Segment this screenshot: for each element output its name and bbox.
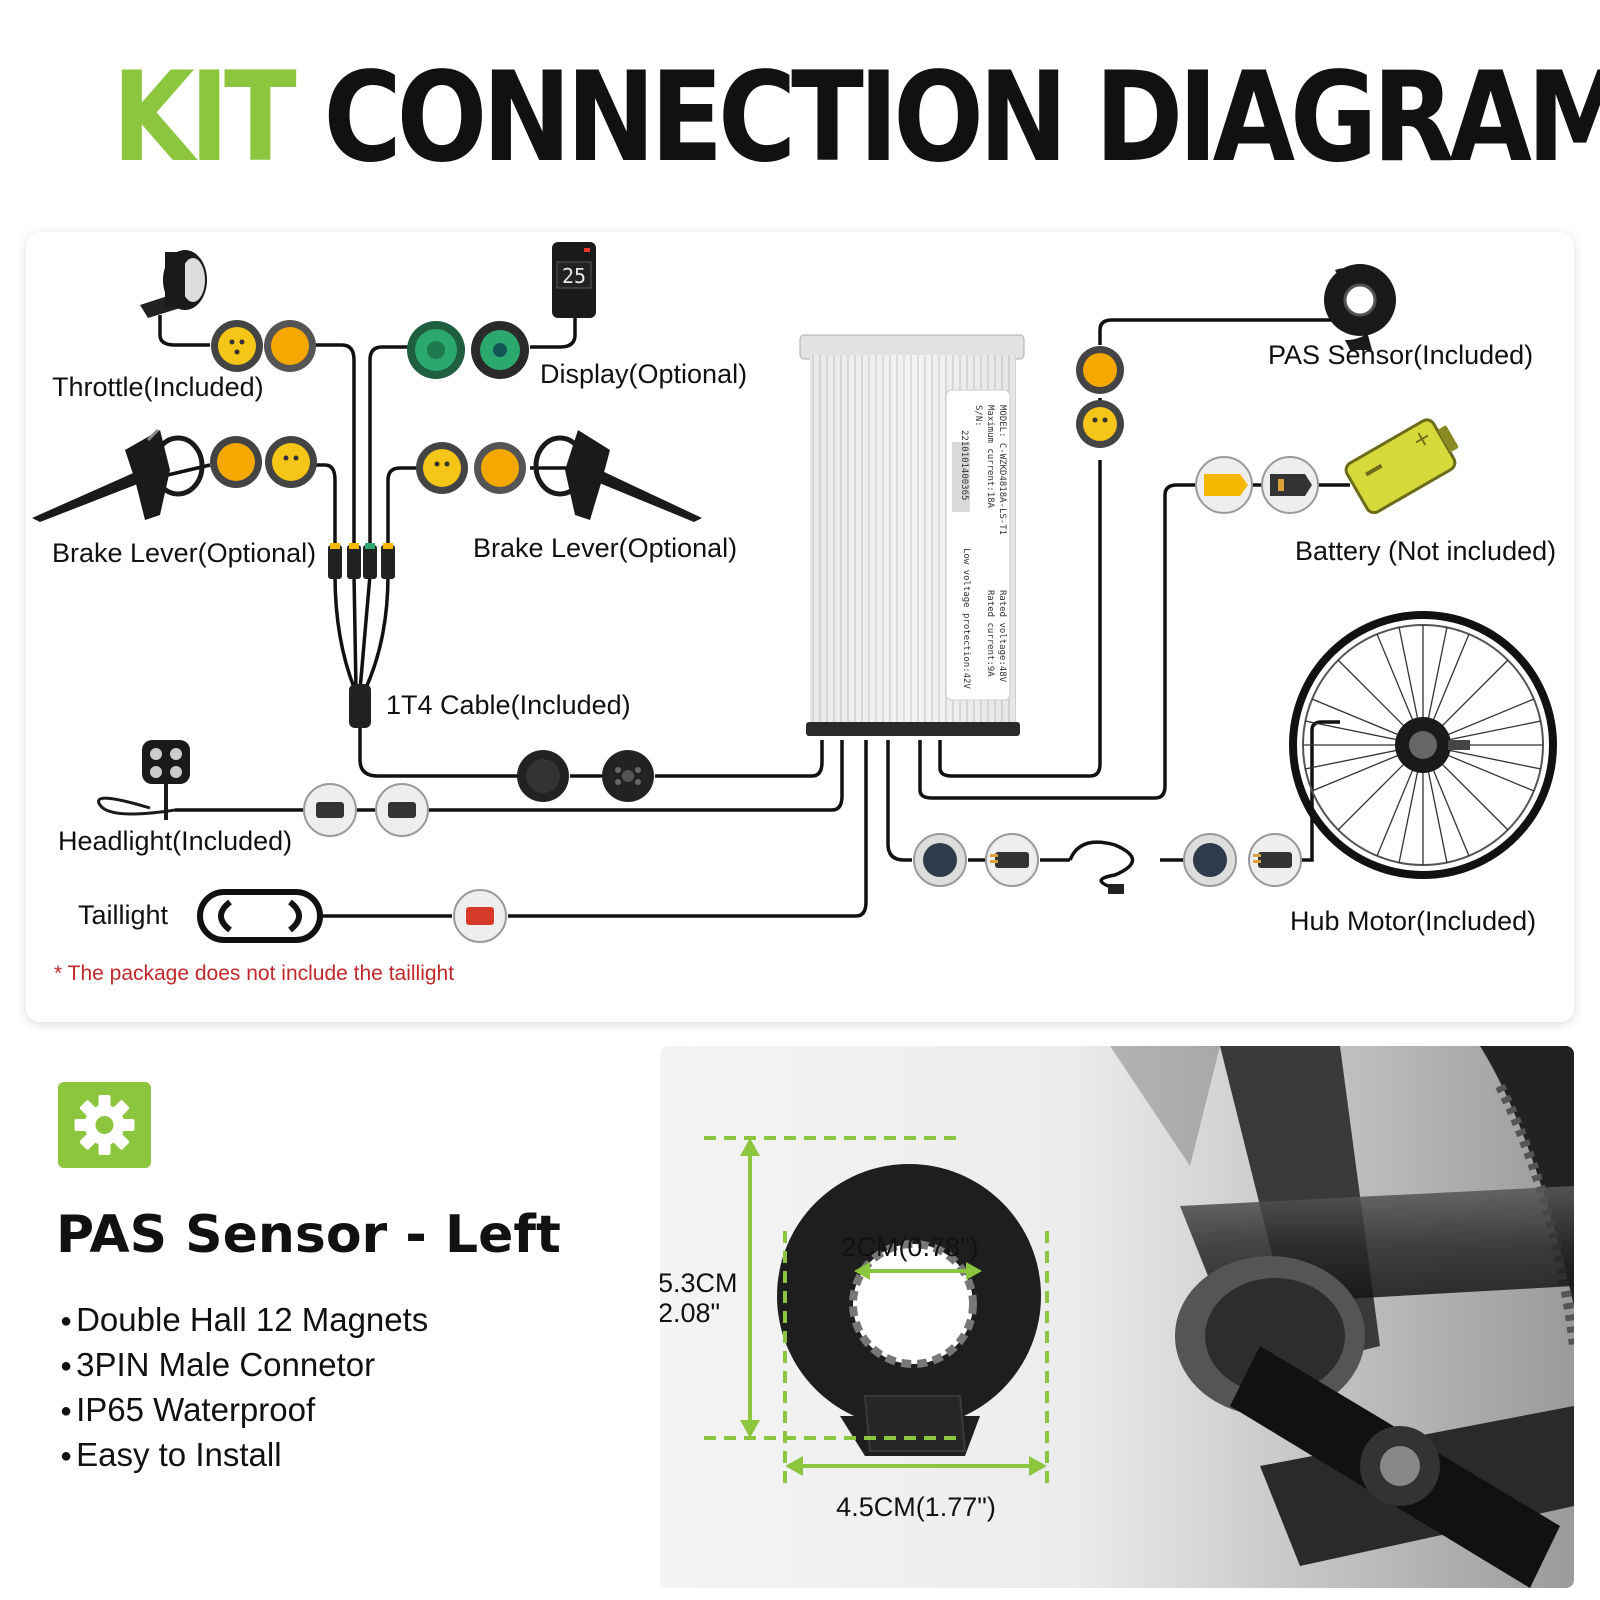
pas-sensor-icon [1324,264,1396,350]
taillight-note: * The package does not include the taill… [54,962,454,985]
controller-max-current: Maximum current:18A [985,405,995,509]
dimension-height-in: 2.08" [660,1298,720,1328]
brake-lever-right-icon [533,430,702,522]
taillight-connector [453,889,507,943]
taillight-label: Taillight [78,900,169,930]
gear-icon [74,1095,135,1155]
hub-motor-wheel-icon [1289,611,1557,879]
title-rest: CONNECTION DIAGRAM [323,46,1600,190]
dimension-inner: 2CM(0.78") [841,1232,978,1262]
brake-right-connector-male [474,442,526,494]
wires [154,315,1350,918]
1t4-cable [328,543,395,728]
taillight-icon [197,889,323,943]
bike-crank-photo: 2CM(0.78") 5.3CM 2.08" 4.5CM(1.77") [660,1046,1574,1588]
pas-label: PAS Sensor(Included) [1268,340,1533,370]
pas-section-title: PAS Sensor - Left [56,1205,561,1265]
display-label: Display(Optional) [540,359,747,389]
cable-label: 1T4 Cable(Included) [386,690,631,720]
title-highlight: KIT [112,46,297,190]
display-icon: 25 [552,242,596,318]
headlight-connector-1 [303,783,357,837]
controller-low-voltage: Low voltage protection:42V [961,548,971,689]
main-cable-connector-1 [517,750,569,802]
pas-install-photo: 2CM(0.78") 5.3CM 2.08" 4.5CM(1.77") [660,1046,1574,1588]
controller-rated-current: Rated current:9A [985,590,995,677]
pas-connector-female [1076,400,1124,448]
feature-item: Easy to Install [60,1435,428,1480]
brake-right-connector-female [416,442,468,494]
throttle-label: Throttle(Included) [52,372,264,402]
display-reading: 25 [562,264,586,288]
brake-left-connector-male [210,436,262,488]
brake-left-connector-female [265,436,317,488]
motor-connector-2 [985,833,1039,887]
battery-label: Battery (Not included) [1295,536,1556,566]
headlight-label: Headlight(Included) [58,826,292,856]
throttle-icon [140,250,207,318]
headlight-icon [97,740,190,820]
dimension-width: 4.5CM(1.77") [836,1492,996,1522]
feature-item: 3PIN Male Connetor [60,1345,428,1390]
dimension-height-cm: 5.3CM [660,1268,738,1298]
pas-connector-male [1076,346,1124,394]
hub-motor-label: Hub Motor(Included) [1290,906,1536,936]
brake-lever-left-icon [32,428,205,522]
brake-left-label: Brake Lever(Optional) [52,538,316,568]
motor-connector-1 [913,833,967,887]
dimension-lines [704,1136,1049,1491]
motor-connector-3 [1183,833,1237,887]
controller-model: MODEL: C-WZKD4818A-LS-T1 [997,405,1007,535]
main-cable-connector-2 [602,750,654,802]
gear-badge [58,1082,151,1168]
feature-item: IP65 Waterproof [60,1390,428,1435]
motor-connector-4 [1248,833,1302,887]
motor-extension-cable [1068,840,1135,894]
throttle-connector-female [211,320,263,372]
controller-rated-voltage: Rated voltage:48V [997,590,1007,683]
battery-connector-xt60-male [1261,456,1319,514]
feature-item: Double Hall 12 Magnets [60,1300,428,1345]
controller-sn-label: S/N: [973,405,983,427]
controller-serial: 2210101400365 [959,430,969,500]
controller-box: MODEL: C-WZKD4818A-LS-T1 Maximum current… [799,334,1025,736]
dimension-arrowheads [740,1138,1047,1476]
brake-right-label: Brake Lever(Optional) [473,533,737,563]
display-connector-female [471,321,529,379]
headlight-connector-2 [375,783,429,837]
battery-connector-xt60-female [1195,456,1253,514]
throttle-connector-male [264,320,316,372]
page-title: KIT CONNECTION DIAGRAM [112,46,1600,190]
display-connector-male [407,321,465,379]
battery-icon: + [1344,418,1459,515]
pas-feature-list: Double Hall 12 Magnets 3PIN Male Conneto… [60,1300,428,1480]
